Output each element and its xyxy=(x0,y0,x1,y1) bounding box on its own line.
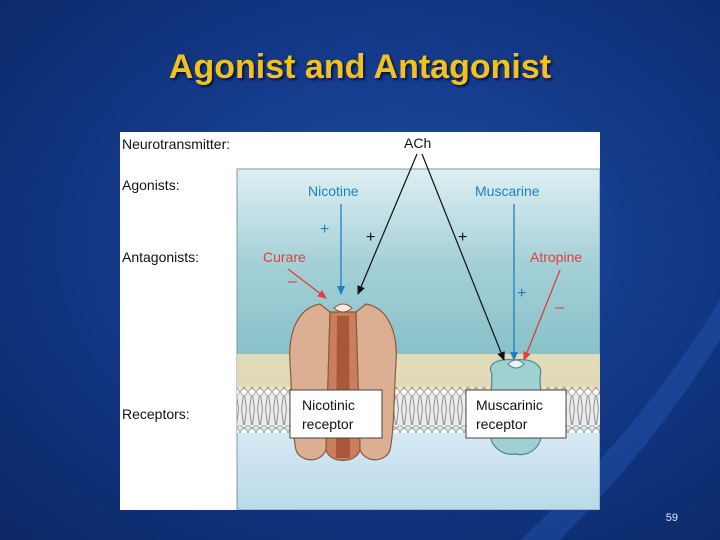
nicotinic-label-line2: receptor xyxy=(302,416,354,432)
page-number: 59 xyxy=(665,512,678,524)
membrane-inner-heads xyxy=(237,425,600,433)
muscarinic-label-line2: receptor xyxy=(476,416,528,432)
ach-plus-left: + xyxy=(366,229,375,246)
slide-title: Agonist and Antagonist xyxy=(168,48,552,86)
ach-arrow-muscarinic xyxy=(421,153,505,361)
curare-label: Curare xyxy=(263,249,306,265)
receptor-diagram: Nicotinic receptor Muscarinic receptor N… xyxy=(120,132,600,510)
atropine-arrow xyxy=(523,269,561,361)
nicotine-label: Nicotine xyxy=(308,183,359,199)
ach-arrow-nicotinic xyxy=(357,153,418,295)
ach-plus-right: + xyxy=(458,229,467,246)
muscarine-label: Muscarine xyxy=(475,183,540,199)
nicotinic-binding-site xyxy=(333,303,353,313)
curare-arrow xyxy=(287,268,327,299)
label-agonists: Agonists: xyxy=(122,177,180,193)
nicotinic-label-line1: Nicotinic xyxy=(302,397,355,413)
panel-border xyxy=(236,168,600,510)
curare-minus: – xyxy=(288,273,297,290)
membrane-outer-heads xyxy=(237,387,600,395)
muscarine-plus: + xyxy=(517,285,526,302)
label-antagonists: Antagonists: xyxy=(122,249,199,265)
nicotinic-label-box xyxy=(289,389,383,439)
muscarinic-label-line1: Muscarinic xyxy=(476,397,543,413)
ach-label: ACh xyxy=(404,135,431,151)
nicotine-plus: + xyxy=(320,221,329,238)
label-neurotransmitter: Neurotransmitter: xyxy=(122,136,230,152)
atropine-minus: – xyxy=(555,299,564,316)
label-receptors: Receptors: xyxy=(122,406,190,422)
atropine-label: Atropine xyxy=(530,249,582,265)
muscarinic-label-box xyxy=(465,389,567,439)
